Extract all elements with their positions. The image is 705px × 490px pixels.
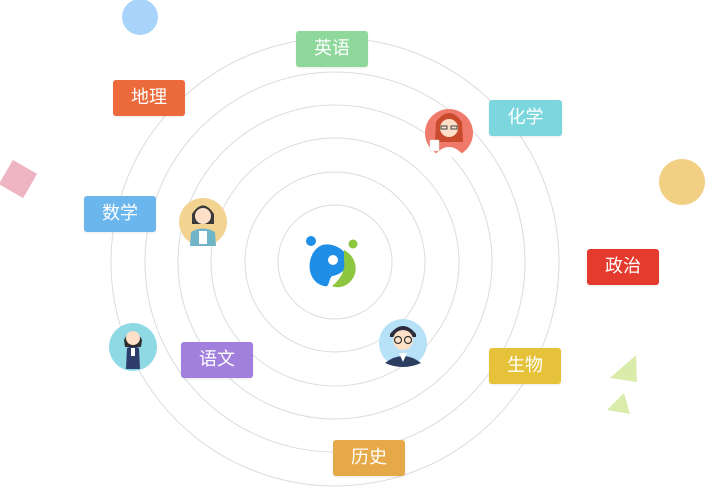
orbit-ring-3 [210, 137, 460, 387]
teacher-woman-red-avatar [425, 109, 473, 157]
orbit-ring-2 [244, 171, 426, 353]
teacher-man-glasses-avatar [379, 319, 427, 367]
decor-green-triangle-large [610, 355, 637, 382]
subject-tag-biology[interactable]: 生物 [489, 348, 561, 384]
decor-blue-circle [122, 0, 158, 35]
subject-tag-chemistry[interactable]: 化学 [489, 100, 562, 136]
subject-tag-politics[interactable]: 政治 [587, 249, 659, 285]
orbit-ring-1 [277, 204, 393, 320]
subject-tag-math[interactable]: 数学 [84, 196, 156, 232]
subject-tag-history[interactable]: 历史 [333, 440, 405, 476]
student-girl-avatar [109, 323, 157, 371]
decor-green-triangle-small [607, 393, 630, 414]
teacher-woman-yellow-avatar [179, 198, 227, 246]
decor-pink-diamond [0, 159, 38, 199]
subject-tag-english[interactable]: 英语 [296, 31, 368, 67]
subject-tag-geography[interactable]: 地理 [113, 80, 185, 116]
decor-gold-circle [659, 159, 705, 205]
orbit-ring-4 [177, 104, 493, 420]
subject-tag-chinese[interactable]: 语文 [181, 342, 253, 378]
center-logo-icon [306, 236, 358, 288]
